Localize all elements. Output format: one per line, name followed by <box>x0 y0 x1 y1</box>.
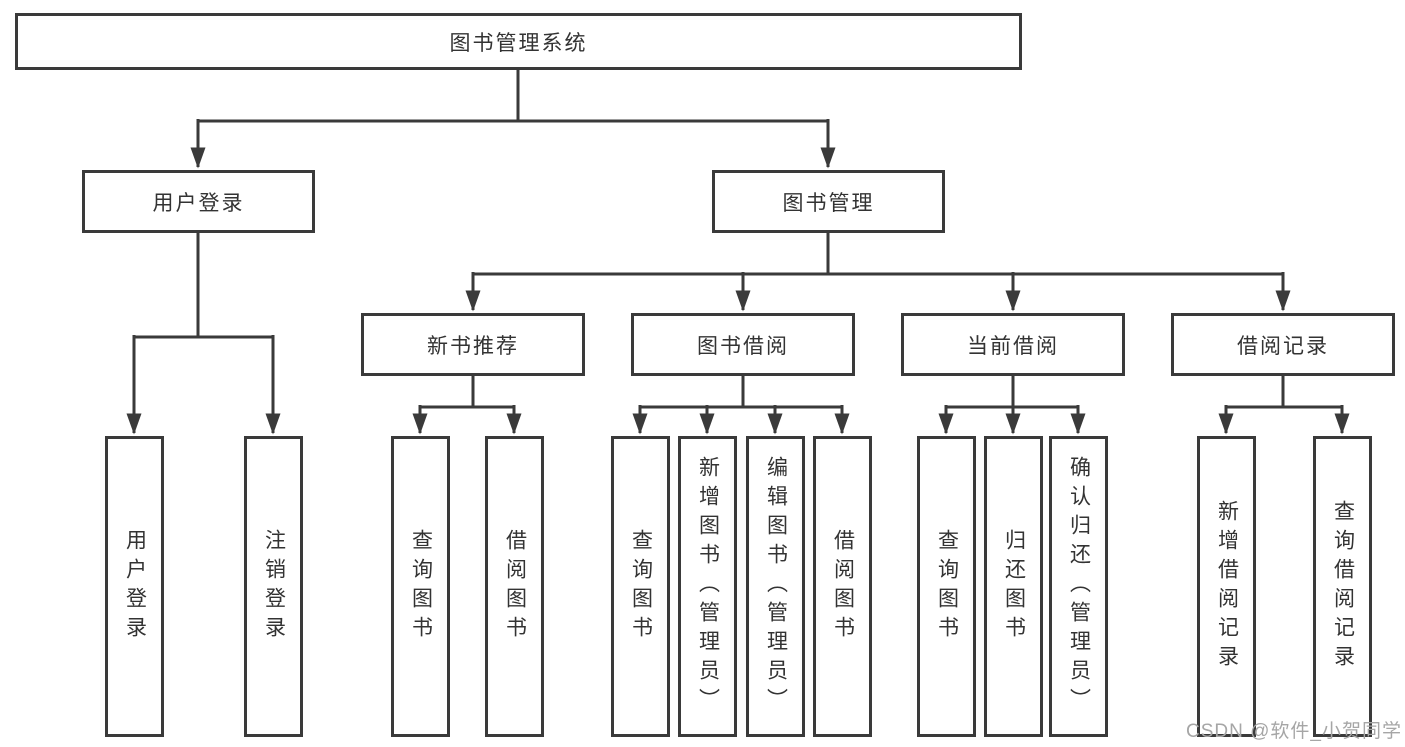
node-library-management-system: 图书管理系统 <box>15 13 1022 70</box>
leaf-query-books-newbook: 查询图书 <box>391 436 450 737</box>
node-book-borrowing: 图书借阅 <box>631 313 855 376</box>
node-label: 新书推荐 <box>427 334 519 358</box>
leaf-label: 查询图书 <box>935 528 959 645</box>
leaf-query-borrow-record: 查询借阅记录 <box>1313 436 1372 737</box>
node-label: 图书管理系统 <box>449 31 588 55</box>
connector-current-borrow-to-leaves <box>938 376 1086 435</box>
node-label: 图书借阅 <box>697 334 789 358</box>
leaf-label: 确认归还（管理员） <box>1067 456 1091 717</box>
leaf-borrow-books: 借阅图书 <box>813 436 872 737</box>
leaf-query-books-current: 查询图书 <box>917 436 976 737</box>
leaf-label: 查询借阅记录 <box>1331 499 1355 674</box>
leaf-edit-books-admin: 编辑图书（管理员） <box>746 436 805 737</box>
node-label: 借阅记录 <box>1237 334 1329 358</box>
connector-user-login-to-leaves <box>126 233 281 435</box>
node-label: 图书管理 <box>782 191 875 215</box>
connector-book-borrow-to-leaves <box>632 376 850 435</box>
leaf-add-books-admin: 新增图书（管理员） <box>678 436 737 737</box>
leaf-user-login: 用户登录 <box>105 436 164 737</box>
node-label: 当前借阅 <box>967 334 1059 358</box>
leaf-query-books-borrow: 查询图书 <box>611 436 670 737</box>
leaf-logout: 注销登录 <box>244 436 303 737</box>
leaf-borrow-books-newbook: 借阅图书 <box>485 436 544 737</box>
node-borrowing-records: 借阅记录 <box>1171 313 1395 376</box>
connector-book-mgmt-to-level3 <box>465 233 1291 312</box>
leaf-label: 编辑图书（管理员） <box>764 456 788 717</box>
leaf-label: 注销登录 <box>262 528 286 645</box>
node-new-book-recommend: 新书推荐 <box>361 313 585 376</box>
node-book-management: 图书管理 <box>712 170 945 233</box>
leaf-label: 归还图书 <box>1002 528 1026 645</box>
node-label: 用户登录 <box>152 191 245 215</box>
leaf-confirm-return-admin: 确认归还（管理员） <box>1049 436 1108 737</box>
node-current-borrowing: 当前借阅 <box>901 313 1125 376</box>
leaf-label: 借阅图书 <box>831 528 855 645</box>
connector-new-books-to-leaves <box>412 376 522 435</box>
leaf-label: 用户登录 <box>123 528 147 645</box>
leaf-label: 新增借阅记录 <box>1215 499 1239 674</box>
leaf-return-books: 归还图书 <box>984 436 1043 737</box>
leaf-label: 查询图书 <box>409 528 433 645</box>
node-user-login: 用户登录 <box>82 170 315 233</box>
leaf-label: 借阅图书 <box>503 528 527 645</box>
leaf-add-borrow-record: 新增借阅记录 <box>1197 436 1256 737</box>
leaf-label: 新增图书（管理员） <box>696 456 720 717</box>
csdn-watermark: CSDN @软件_小贺同学 <box>1186 721 1402 742</box>
leaf-label: 查询图书 <box>629 528 653 645</box>
connector-borrow-records-to-leaves <box>1218 376 1350 435</box>
connector-root-to-level2 <box>190 68 836 169</box>
